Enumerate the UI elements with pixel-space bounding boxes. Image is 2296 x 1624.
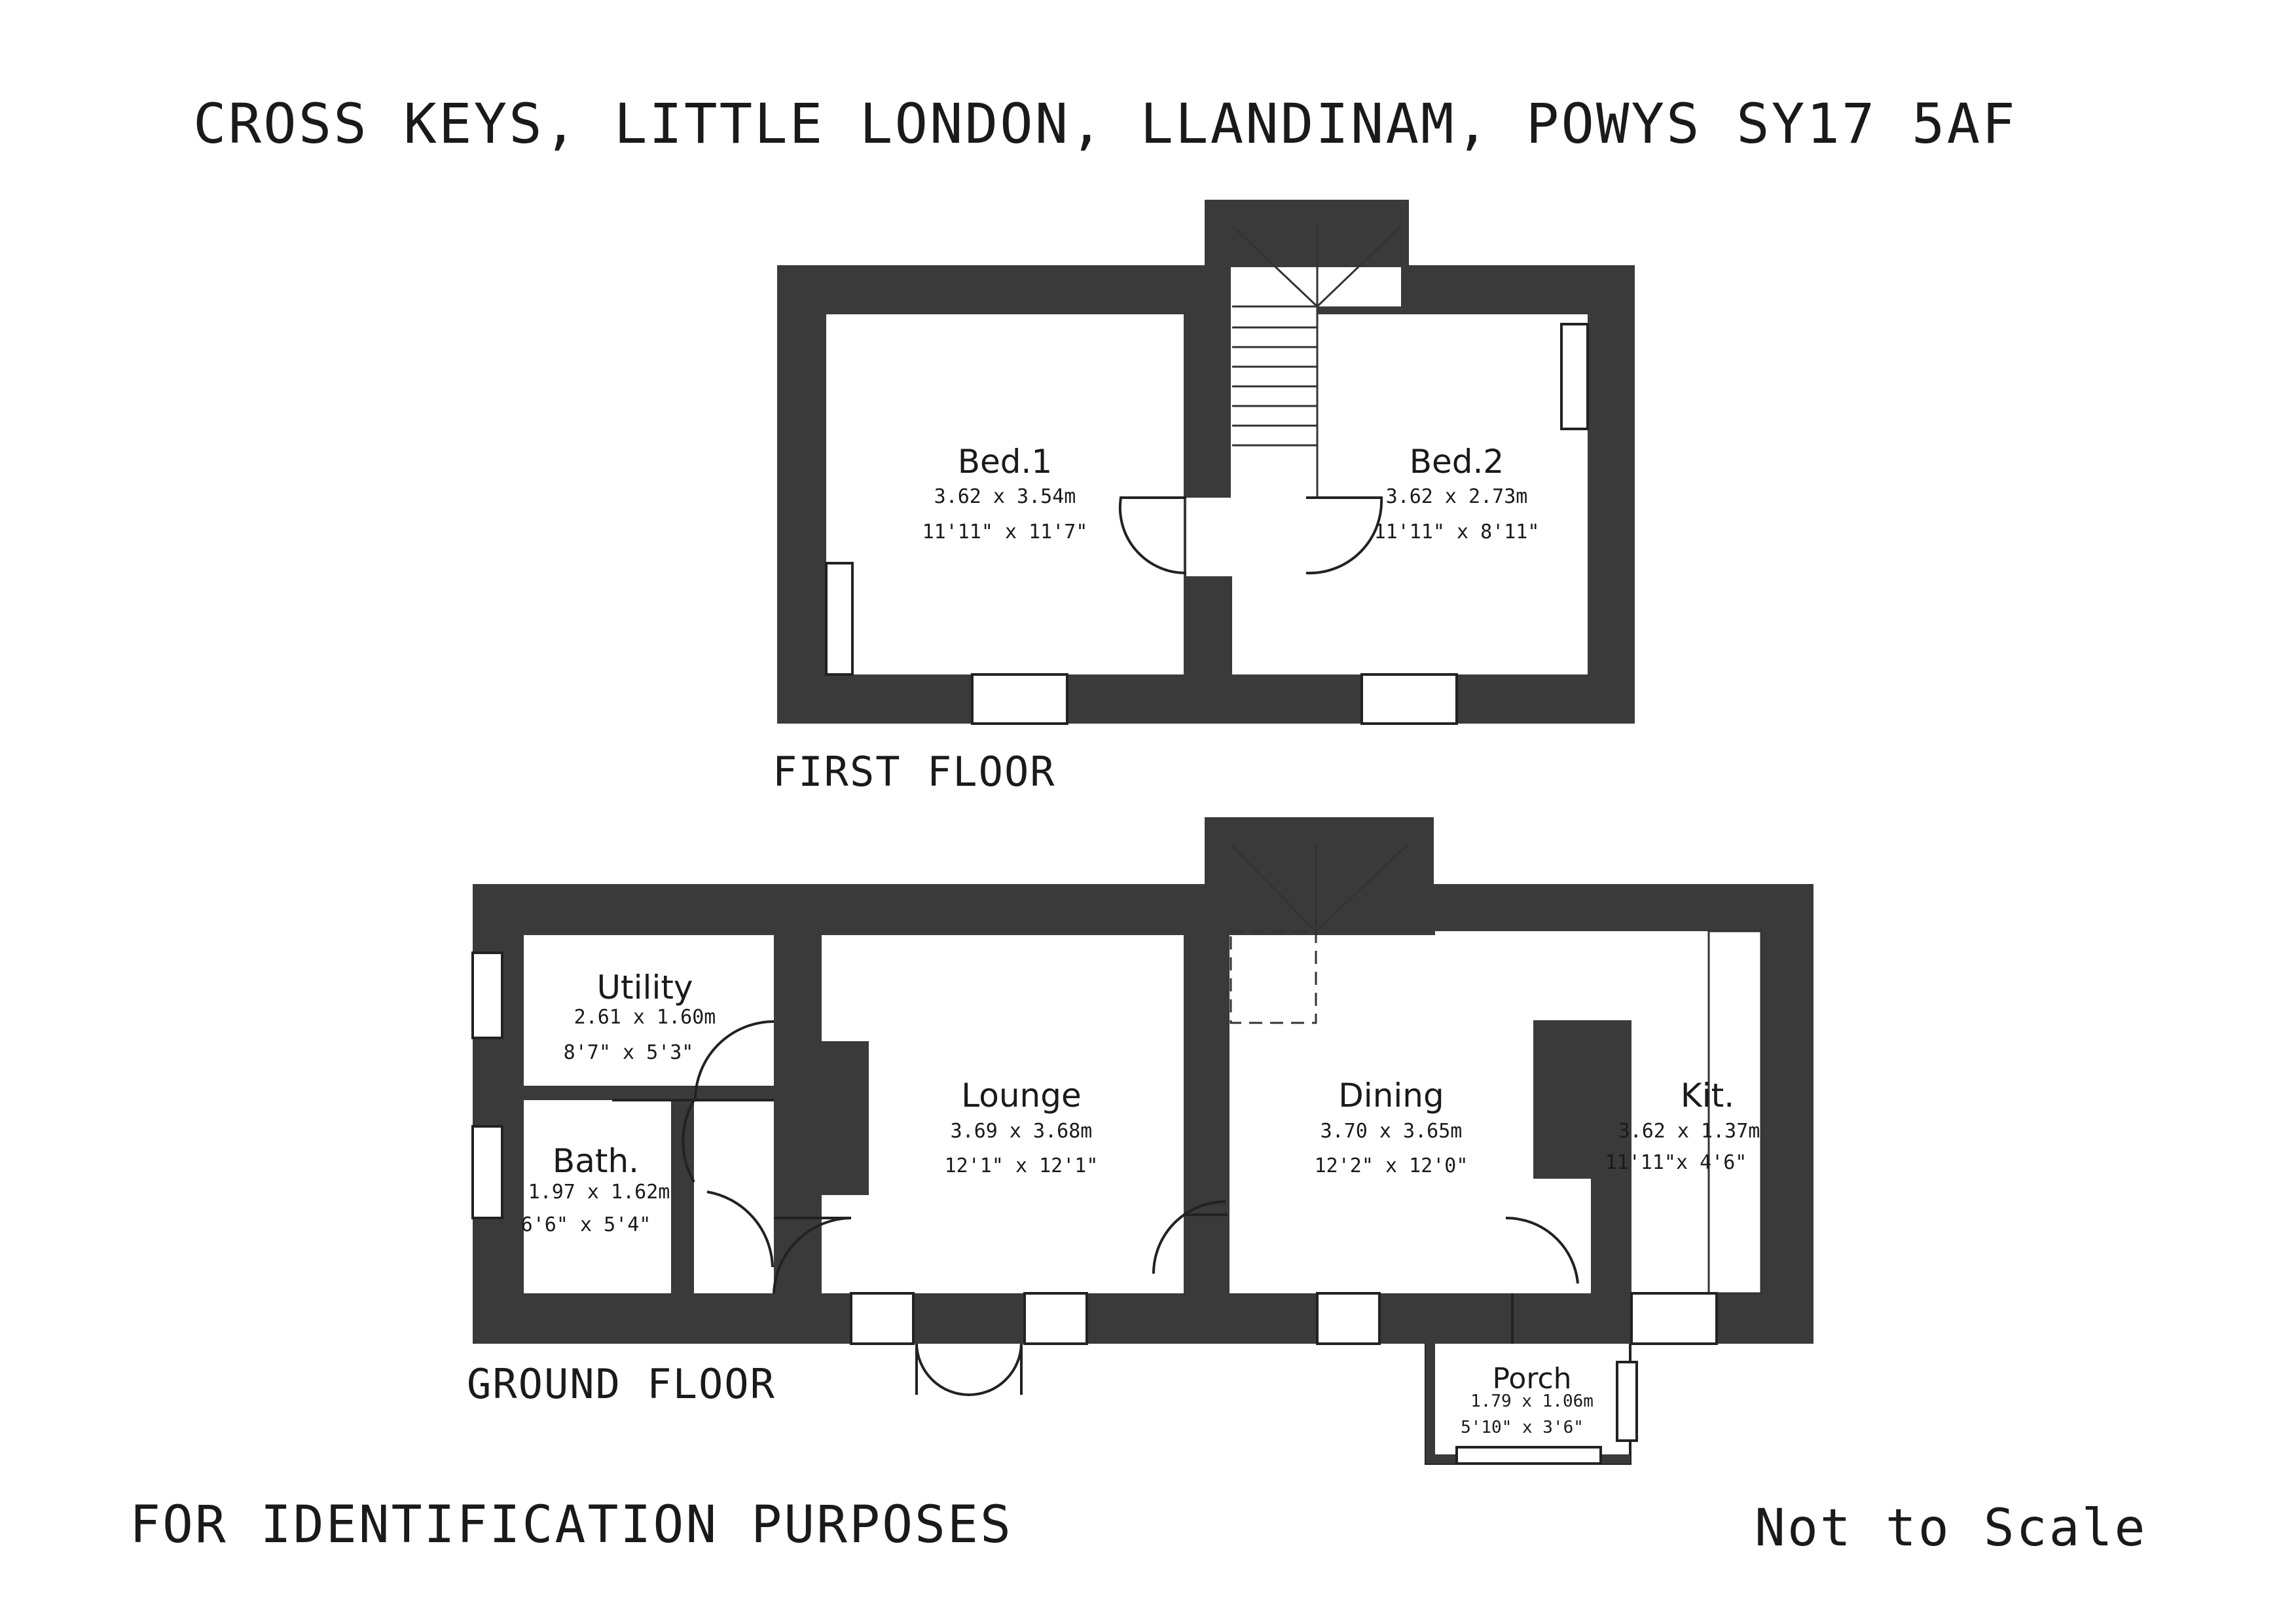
dining-window	[1316, 1292, 1381, 1345]
lounge-name: Lounge	[961, 1077, 1081, 1115]
bed2-side-window	[1560, 323, 1589, 430]
utility-imperial: 8'7" x 5'3"	[564, 1041, 694, 1064]
bed1-metric: 3.62 x 3.54m	[934, 485, 1076, 508]
dining-name: Dining	[1338, 1077, 1444, 1115]
bed1-door	[1118, 496, 1187, 575]
bath-entry-door	[706, 1190, 774, 1268]
identification-note: FOR IDENTIFICATION PURPOSES	[130, 1496, 1013, 1555]
scale-note: Not to Scale	[1755, 1499, 2147, 1558]
dining-imperial: 12'2" x 12'0"	[1315, 1154, 1468, 1177]
kitchen-imperial: 11'11"x 4'6"	[1605, 1151, 1747, 1174]
kitchen-window	[1630, 1292, 1718, 1345]
ground-floor-walls	[473, 817, 1813, 1344]
bed2-imperial: 11'11" x 8'11"	[1374, 521, 1540, 544]
bed1-name: Bed.1	[958, 443, 1053, 481]
kitchen-worktop	[1707, 930, 1762, 1295]
porch-door	[1505, 1216, 1579, 1344]
utility-window	[471, 951, 503, 1039]
lounge-metric: 3.69 x 3.68m	[951, 1120, 1093, 1143]
first-floor-stair	[1231, 225, 1402, 498]
porch-wall-left	[1426, 1344, 1435, 1464]
first-floor-walls	[777, 200, 1635, 724]
kitchen-name: Kit.	[1681, 1077, 1734, 1115]
first-floor-label: FIRST FLOOR	[773, 748, 1056, 796]
porch-front-window	[1455, 1446, 1602, 1465]
lounge-side-door	[773, 1217, 852, 1294]
utility-metric: 2.61 x 1.60m	[574, 1006, 716, 1029]
bed2-front-window	[1360, 673, 1458, 725]
porch-imperial: 5'10" x 3'6"	[1461, 1418, 1584, 1437]
kitchen-metric: 3.62 x 1.37m	[1618, 1120, 1760, 1143]
bath-name: Bath.	[553, 1142, 639, 1180]
bed1-front-window	[971, 673, 1068, 725]
bed2-metric: 3.62 x 2.73m	[1386, 485, 1528, 508]
ground-floor-label: GROUND FLOOR	[467, 1360, 776, 1408]
lounge-window-left	[850, 1292, 915, 1345]
lounge-dining-door	[1152, 1200, 1228, 1274]
page-title: CROSS KEYS, LITTLE LONDON, LLANDINAM, PO…	[193, 92, 2017, 156]
utility-door	[693, 1020, 774, 1101]
ground-floor-plan: Utility 2.61 x 1.60m 8'7" x 5'3" Bath. 1…	[471, 817, 1813, 1465]
dining-metric: 3.70 x 3.65m	[1321, 1120, 1463, 1143]
porch-metric: 1.79 x 1.06m	[1470, 1392, 1594, 1411]
bath-imperial: 6'6" x 5'4"	[521, 1213, 651, 1236]
french-doors	[915, 1343, 1023, 1396]
bath-door-arc	[612, 1099, 697, 1183]
utility-name: Utility	[596, 969, 693, 1006]
porch-side-window	[1616, 1361, 1638, 1442]
bed2-name: Bed.2	[1410, 443, 1504, 481]
lounge-imperial: 12'1" x 12'1"	[945, 1154, 1099, 1177]
bed1-imperial: 11'11" x 11'7"	[922, 521, 1088, 544]
lounge-chimney-breast	[774, 1041, 869, 1195]
first-floor-plan: Bed.1 3.62 x 3.54m 11'11" x 11'7" Bed.2 …	[777, 200, 1635, 725]
ground-floor-stair	[1230, 843, 1409, 1024]
bed2-door	[1305, 496, 1383, 575]
porch-name: Porch	[1492, 1362, 1571, 1395]
bed1-side-window	[825, 562, 854, 676]
lounge-window-right	[1023, 1292, 1088, 1345]
bath-metric: 1.97 x 1.62m	[528, 1181, 670, 1204]
bath-window	[471, 1125, 503, 1219]
dining-chimney-breast	[1535, 1048, 1591, 1179]
